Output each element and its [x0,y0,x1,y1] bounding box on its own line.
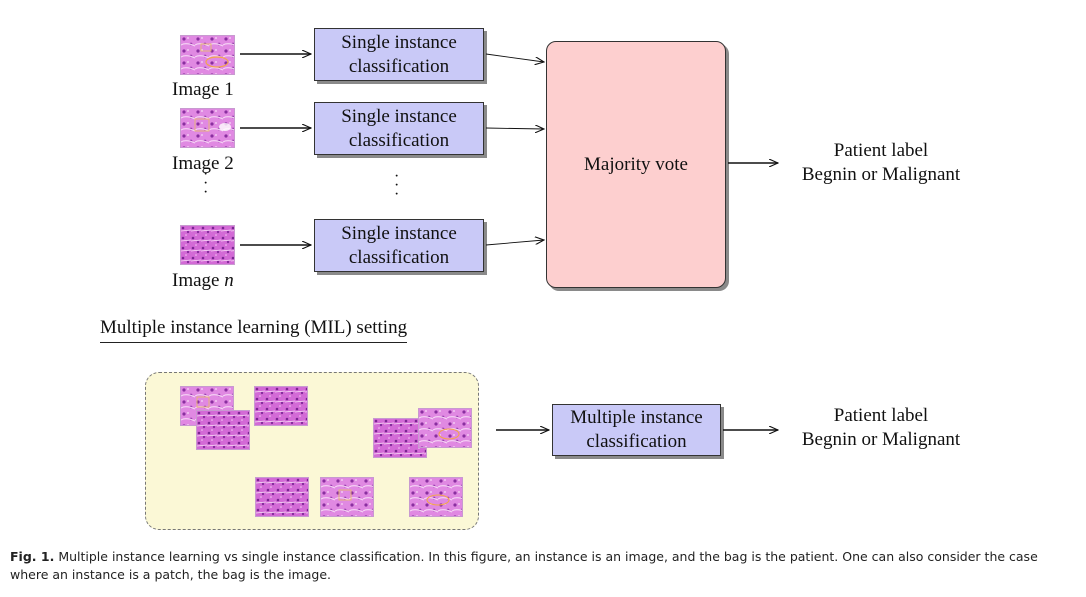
top-patient-label-line1: Patient label [833,140,929,161]
top-patient-label-line2: Begnin or Malignant [801,164,961,185]
arrow-classifiern-to-vote [485,240,544,246]
arrow-classifier1-to-vote [485,53,544,62]
image-n-variable: n [224,270,234,291]
single-instance-classifier-n: Single instance classification [314,219,484,272]
caption-prefix: Fig. 1. [10,549,55,564]
single-instance-label-2: Single instance classification [341,105,457,151]
multiple-instance-classifier: Multiple instance classification [552,404,721,456]
mil-patient-label-line1: Patient label [833,405,929,426]
classifier-vertical-dots: ··· [394,168,400,203]
multiple-instance-label: Multiple instance classification [570,407,703,452]
majority-vote-box: Majority vote [546,41,726,288]
bag-image-3 [254,386,308,426]
single-instance-label-1: Single instance classification [341,31,457,77]
image-n-thumbnail [180,225,235,265]
caption-text: Multiple instance learning vs single ins… [10,549,1038,582]
bag-image-5 [418,408,472,448]
image-1-thumbnail [180,35,235,75]
arrow-classifier2-to-vote [485,128,544,129]
mil-patient-label: Patient label Begnin or Malignant [786,404,976,452]
bag-image-8 [409,477,463,517]
mil-setting-title: Multiple instance learning (MIL) setting [100,316,408,343]
image-n-prefix: Image [172,270,225,291]
image-vertical-dots: ··· [203,166,209,201]
image-2-label: Image 2 [172,153,234,174]
single-instance-classifier-1: Single instance classification [314,28,484,81]
bag-image-6 [255,477,309,517]
mil-patient-label-line2: Begnin or Malignant [801,429,961,450]
top-patient-label: Patient label Begnin or Malignant [786,139,976,187]
bag-image-7 [320,477,374,517]
image-2-thumbnail [180,108,235,148]
single-instance-classifier-2: Single instance classification [314,102,484,155]
figure-caption: Fig. 1. Multiple instance learning vs si… [10,548,1076,584]
single-instance-label-n: Single instance classification [341,222,457,268]
bag-image-4 [373,418,427,458]
image-n-label: Image n [172,269,234,293]
majority-vote-label: Majority vote [584,153,688,175]
bag-image-2 [196,410,250,450]
image-1-label: Image 1 [172,79,234,100]
